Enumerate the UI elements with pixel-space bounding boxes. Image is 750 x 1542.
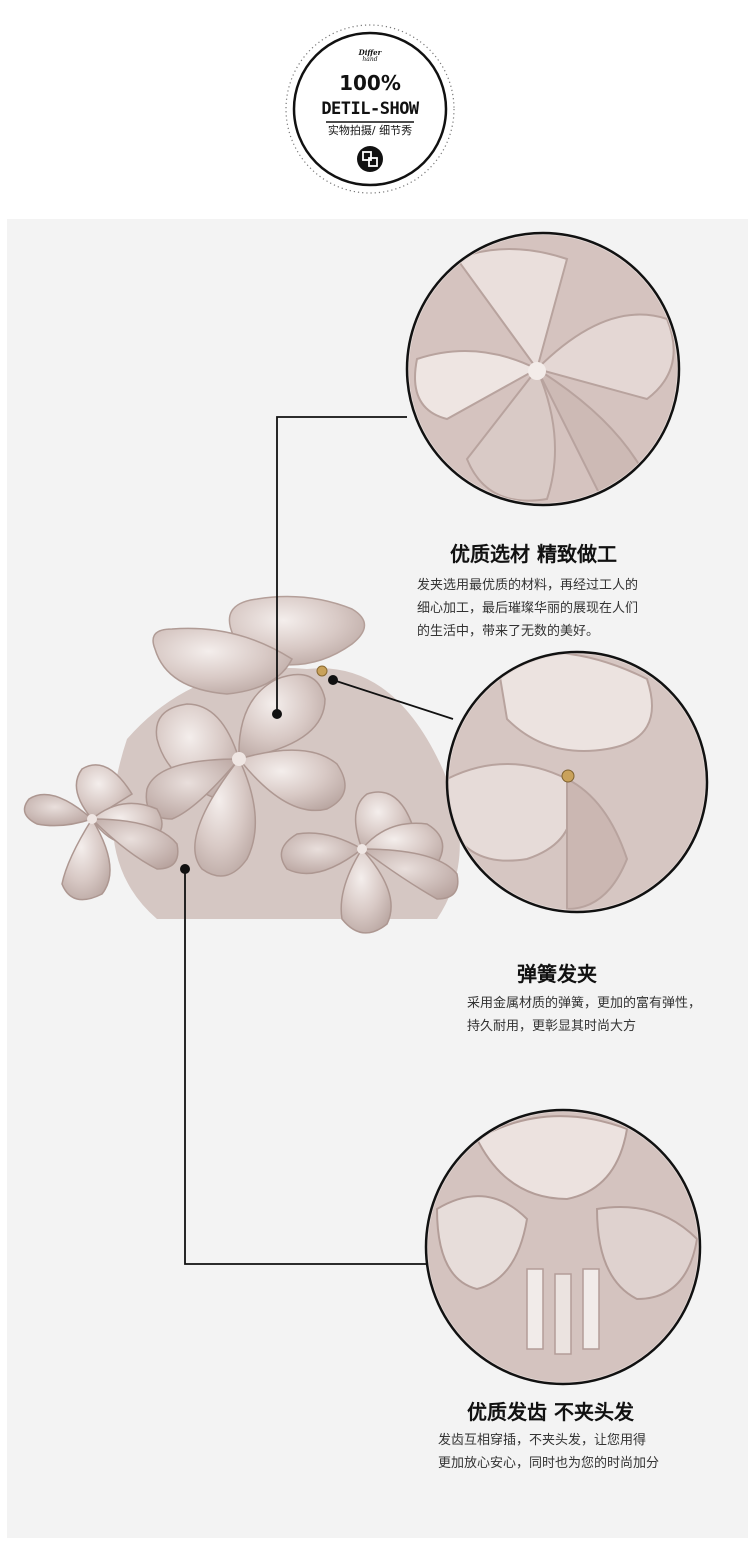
flower-top-left (152, 627, 293, 695)
feature-desc-teeth: 发齿互相穿插，不夹头发，让您用得 更加放心安心，同时也为您的时尚加分 (438, 1433, 660, 1471)
flower-left (23, 764, 179, 901)
feature-desc-material: 发夹选用最优质的材料，再经过工人的 细心加工，最后璀璨华丽的展现在人们 的生活中… (417, 578, 639, 639)
callout-line-teeth (184, 869, 427, 1265)
badge-ring (285, 24, 455, 194)
detail-circle-material (405, 231, 681, 507)
callout-line-spring (332, 679, 454, 720)
callout-line-material (276, 416, 407, 714)
feature-desc-spring: 采用金属材质的弹簧，更加的富有弹性， 持久耐用，更彰显其时尚大方 (467, 996, 702, 1034)
detail-circle-teeth (424, 1108, 702, 1386)
product-detail-panel: 优质选材 精致做工 发夹选用最优质的材料，再经过工人的 细心加工，最后璀璨华丽的… (7, 219, 748, 1538)
badge-title: DETIL-SHOW (321, 99, 419, 119)
spring-pin (316, 665, 328, 677)
flower-right (280, 791, 459, 934)
brand-name-bottom: hand (362, 56, 378, 63)
hair-claw-photo (23, 231, 709, 1386)
feature-title-spring: 弹簧发夹 (517, 962, 597, 986)
badge-percent: 100% (339, 71, 401, 95)
badge-subtitle: 实物拍摄/ 细节秀 (327, 124, 413, 137)
feature-title-material: 优质选材 精致做工 (450, 542, 617, 566)
brand-name-top: Differ (358, 48, 382, 57)
detail-show-badge: Differ hand 100% DETIL-SHOW 实物拍摄/ 细节秀 (284, 23, 456, 195)
feature-title-teeth: 优质发齿 不夹头发 (467, 1400, 634, 1424)
detail-circle-spring (445, 650, 709, 914)
